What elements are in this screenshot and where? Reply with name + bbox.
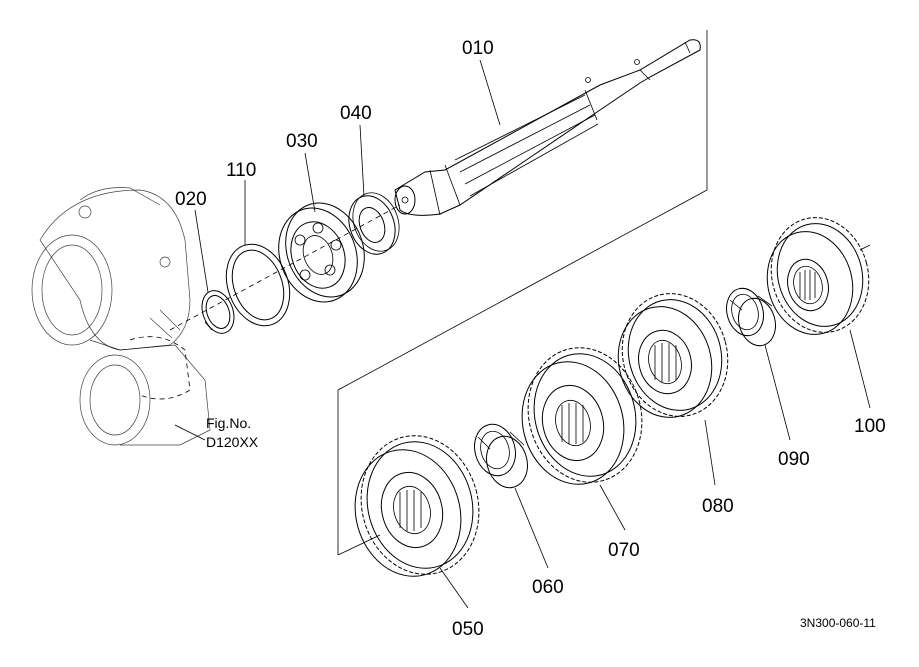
leader-090 (764, 344, 791, 441)
leader-020 (194, 209, 209, 293)
leader-060 (514, 487, 549, 569)
part-060-collar (474, 423, 528, 489)
part-010-shaft (394, 39, 701, 216)
drawing-code: 3N300-060-11 (800, 616, 876, 630)
callout-040: 040 (340, 103, 372, 124)
part-110-snap-ring (225, 243, 291, 327)
shaft-axis-line (169, 204, 401, 331)
callout-050: 050 (452, 619, 484, 640)
callout-100: 100 (854, 416, 886, 437)
callout-070: 070 (608, 540, 640, 561)
leader-070 (599, 484, 626, 531)
part-050-gear (354, 435, 480, 577)
leader-080 (704, 419, 716, 486)
callout-020: 020 (175, 189, 207, 210)
leader-040 (359, 124, 365, 197)
fig-no-value: D120XX (206, 434, 259, 450)
callout-060: 060 (532, 577, 564, 598)
part-030-bearing (278, 202, 365, 303)
leader-010 (479, 59, 501, 126)
leader-050 (439, 567, 469, 609)
callout-090: 090 (778, 449, 810, 470)
callout-030: 030 (286, 131, 318, 152)
callout-010: 010 (462, 38, 494, 59)
housing-reference (31, 187, 211, 446)
leader-030 (304, 152, 316, 213)
fig-no-label: Fig.No. (206, 415, 251, 431)
axis-frame (337, 30, 871, 556)
leader-100 (849, 329, 871, 409)
callout-080: 080 (702, 496, 734, 517)
part-020-snap-ring (201, 290, 235, 334)
part-080-gear (617, 293, 729, 418)
part-100-gear (766, 217, 870, 335)
callout-110: 110 (226, 160, 256, 181)
part-070-gear (521, 347, 643, 485)
part-090-collar (726, 287, 776, 347)
